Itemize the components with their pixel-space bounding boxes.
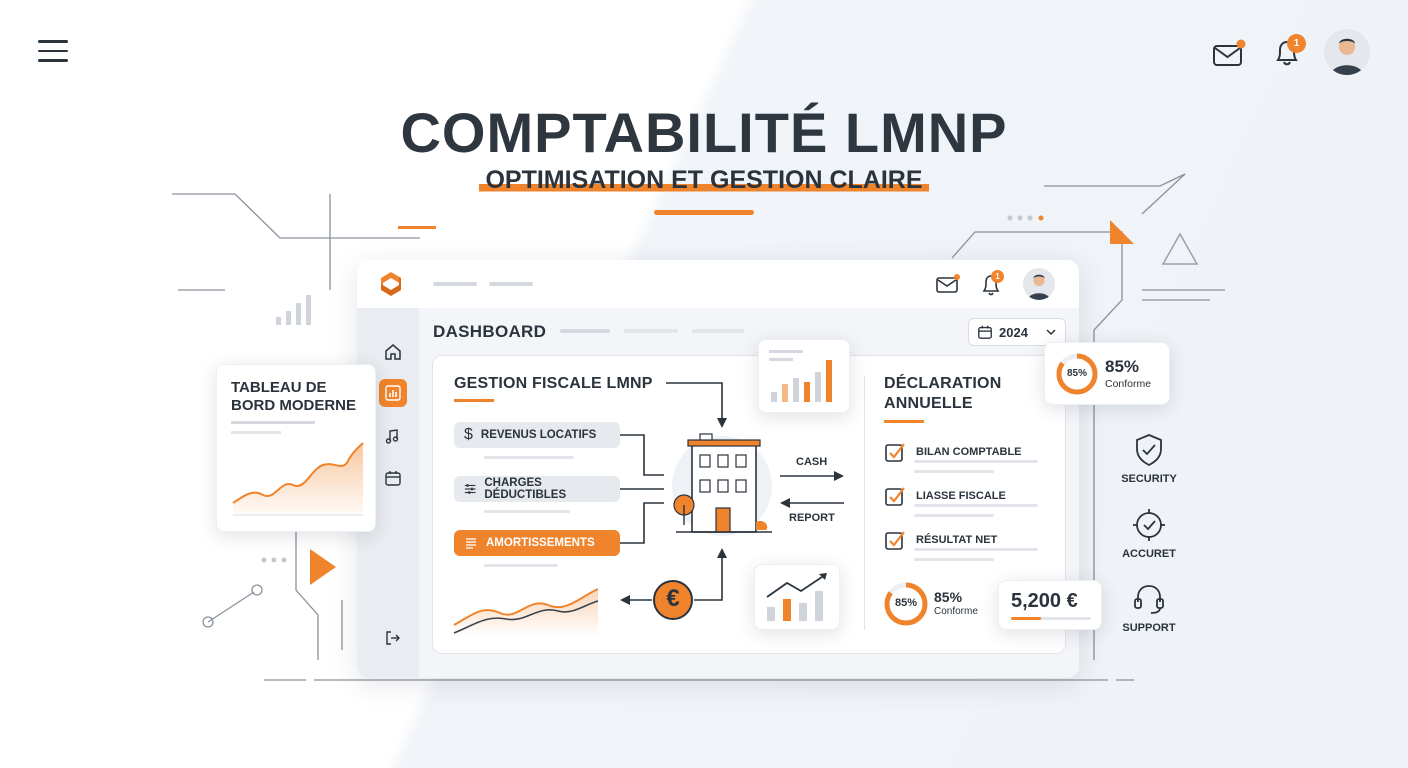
year-value: 2024 (999, 324, 1028, 340)
conformity-gauge (1056, 353, 1098, 395)
declaration-title-line1: DÉCLARATION (884, 375, 1002, 392)
checkbox-checked-icon (885, 443, 905, 462)
page-title: COMPTABILITÉ LMNP (400, 101, 1008, 164)
tableau-title-line2: BORD MODERNE (231, 397, 357, 414)
security-feature[interactable]: SECURITY (1099, 433, 1199, 485)
tableau-title-line1: TABLEAU DE (231, 379, 327, 396)
logout-icon (386, 631, 400, 645)
dashboard-mail-button[interactable] (935, 272, 961, 296)
amortissements-item[interactable]: AMORTISSEMENTS (454, 530, 620, 556)
dashboard-topbar: 1 (357, 260, 1079, 308)
notifications-button[interactable]: 1 (1270, 34, 1306, 70)
year-selector[interactable]: 2024 (968, 318, 1066, 346)
checkbox-checked-icon (885, 531, 905, 550)
conformity-caption: Conforme (1105, 378, 1152, 390)
chart-icon (385, 385, 401, 401)
amount-value: 5,200 € (1011, 590, 1078, 612)
trend-up-icon (766, 573, 827, 621)
trend-card (754, 564, 840, 630)
avatar-icon (1027, 274, 1051, 300)
liasse-checklist-item[interactable]: LIASSE FISCALE (884, 485, 1006, 507)
sidebar-home[interactable] (379, 338, 407, 366)
charges-deductibles-item[interactable]: CHARGES DÉDUCTIBLES (454, 476, 620, 502)
sidebar-logout[interactable] (379, 624, 407, 652)
area-chart (232, 442, 364, 516)
user-avatar[interactable] (1324, 29, 1370, 75)
app-logo-icon (381, 272, 401, 296)
headset-icon (1134, 585, 1164, 614)
liasse-label: LIASSE FISCALE (916, 490, 1006, 502)
amount-progress (1011, 617, 1041, 620)
dashboard-title: DASHBOARD (433, 322, 547, 341)
declaration-gauge-label: 85% (894, 597, 918, 609)
notification-badge: 1 (991, 270, 1004, 283)
panel-divider (864, 376, 865, 630)
support-feature[interactable]: SUPPORT (1099, 582, 1199, 634)
security-label: SECURITY (1121, 473, 1177, 485)
declaration-accent (884, 420, 924, 423)
page-subtitle: OPTIMISATION ET GESTION CLAIRE (479, 166, 929, 195)
conformity-gauge-label: 85% (1066, 368, 1087, 379)
revenus-locatifs-item[interactable]: $ REVENUS LOCATIFS (454, 422, 620, 448)
bar-chart-card (758, 339, 850, 413)
calendar-icon (978, 325, 992, 339)
charges-label: CHARGES DÉDUCTIBLES (484, 477, 567, 501)
accuret-feature[interactable]: ACCURET (1099, 508, 1199, 560)
bilan-label: BILAN COMPTABLE (916, 446, 1022, 458)
menu-button[interactable] (38, 40, 68, 64)
bilan-checklist-item[interactable]: BILAN COMPTABLE (884, 441, 1022, 463)
bar-chart-icon (769, 350, 832, 402)
accuret-label: ACCURET (1122, 548, 1176, 560)
dashboard-bell-button[interactable]: 1 (979, 270, 1007, 298)
revenus-label: REVENUS LOCATIFS (480, 429, 597, 441)
notification-badge: 1 (1287, 34, 1306, 53)
conformity-card: 85% 85% Conforme (1044, 342, 1170, 405)
amount-card: 5,200 € (998, 580, 1102, 630)
declaration-title-line2: ANNUELLE (884, 395, 973, 412)
support-label: SUPPORT (1122, 622, 1176, 634)
declaration-percent: 85% (934, 589, 963, 605)
conformity-percent: 85% (1105, 357, 1140, 376)
subtitle-wrapper: OPTIMISATION ET GESTION CLAIRE (0, 166, 1408, 195)
sidebar-media[interactable] (379, 422, 407, 450)
music-note-icon (385, 429, 399, 444)
sidebar-analytics[interactable] (379, 379, 407, 407)
report-flow-label: REPORT (789, 512, 835, 524)
tableau-card: TABLEAU DE BORD MODERNE (216, 364, 376, 532)
hamburger-icon (38, 40, 68, 43)
sliders-icon (464, 484, 476, 494)
resultat-checklist-item[interactable]: RÉSULTAT NET (884, 529, 997, 551)
mail-icon (1213, 39, 1246, 66)
sidebar-calendar[interactable] (379, 464, 407, 492)
calendar-icon (385, 471, 401, 486)
gestion-title: GESTION FISCALE LMNP (454, 375, 653, 392)
amortissements-label: AMORTISSEMENTS (486, 537, 595, 549)
chevron-down-icon (1046, 329, 1056, 336)
shield-check-icon (1136, 434, 1162, 467)
header-line (560, 329, 610, 333)
mail-icon (936, 274, 960, 293)
declaration-conforme: Conforme (934, 606, 978, 617)
title-accent-bar (654, 210, 754, 215)
euro-icon: € (666, 585, 680, 612)
dollar-icon: $ (464, 426, 473, 443)
home-icon (385, 344, 401, 360)
gestion-accent (454, 399, 494, 402)
checkbox-checked-icon (885, 487, 905, 506)
target-check-icon (1133, 509, 1165, 541)
cash-flow-label: CASH (796, 456, 828, 468)
dashboard-avatar[interactable] (1023, 268, 1055, 300)
resultat-label: RÉSULTAT NET (916, 534, 998, 546)
mail-button[interactable] (1212, 38, 1246, 68)
list-icon (466, 538, 476, 549)
avatar-icon (1331, 38, 1363, 75)
